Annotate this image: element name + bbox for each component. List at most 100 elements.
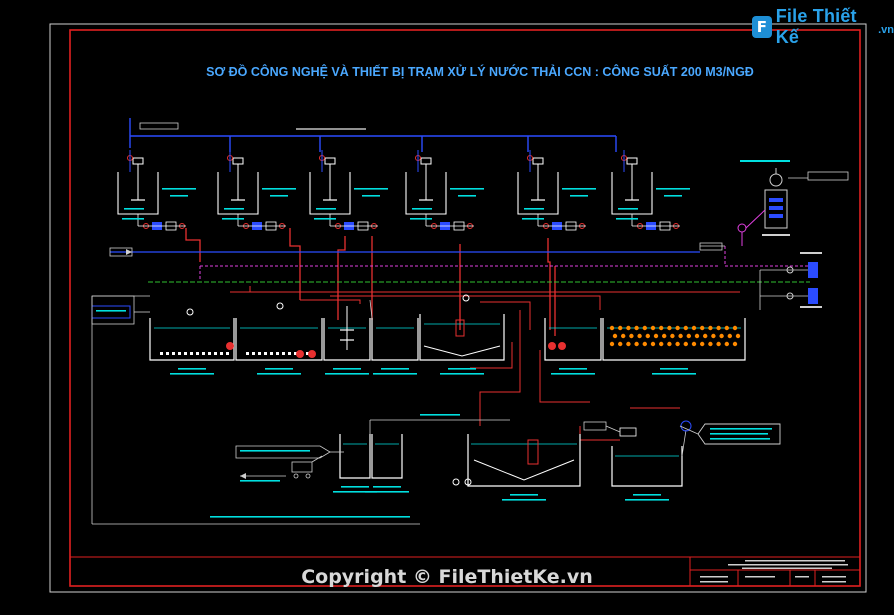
chemical-tank	[217, 150, 296, 231]
media-bubble	[711, 333, 716, 339]
center-well	[455, 319, 465, 337]
tank-label-line	[458, 195, 476, 197]
pump-icon	[464, 478, 472, 486]
media-bubble	[700, 341, 705, 347]
sludge-outlet	[235, 445, 344, 482]
media-bubble	[626, 325, 631, 331]
tank-label-line	[262, 188, 296, 190]
mixer-motor-icon	[420, 157, 432, 165]
pump-icon	[226, 342, 234, 350]
tank-label-line	[656, 188, 690, 190]
bottom-tank	[611, 446, 683, 501]
outer-frame	[49, 23, 867, 593]
media-bubble	[732, 341, 738, 347]
diffuser-icon	[270, 352, 273, 355]
process-tank	[371, 318, 419, 375]
tank-label-line	[162, 188, 196, 190]
chemical-dosing-tanks	[117, 150, 690, 231]
watermark-suffix: .vn	[878, 24, 894, 36]
mixer-motor-icon	[626, 157, 638, 165]
media-bubble	[670, 333, 675, 339]
process-tank	[544, 318, 602, 375]
diffuser-icon	[282, 352, 285, 355]
tank-label-line	[365, 491, 409, 493]
file-icon: F	[752, 16, 772, 38]
tank-label-line	[625, 499, 669, 501]
media-bubble	[642, 325, 647, 331]
media-bubble	[626, 341, 631, 347]
tank-label-line	[652, 373, 696, 375]
tank-label-line	[270, 195, 288, 197]
media-bubble	[667, 341, 672, 347]
overflow-pipe	[369, 299, 373, 319]
tank-label-line	[341, 486, 369, 488]
inlet-label-text	[96, 310, 126, 312]
pump-icon	[558, 342, 566, 350]
inner-frame	[69, 29, 861, 587]
tank-id-line	[124, 208, 144, 210]
level-sensor-icon	[186, 308, 194, 316]
chemical-tank	[405, 150, 484, 231]
tank-label-line	[333, 368, 361, 370]
diffuser-icon	[208, 352, 211, 355]
media-bubble	[642, 341, 647, 347]
pipe-label-line	[420, 414, 460, 416]
title-block-text	[700, 560, 848, 583]
media-bubble	[662, 333, 667, 339]
media-bubble	[727, 333, 732, 339]
mixer-motor-icon	[232, 157, 244, 165]
mixer-motor-icon	[532, 157, 544, 165]
diffuser-icon	[220, 352, 223, 355]
diffuser-icon	[172, 352, 175, 355]
media-bubble	[686, 333, 691, 339]
tank-wall	[149, 318, 235, 361]
level-sensor-icon	[276, 302, 284, 310]
diffuser-icon	[190, 352, 193, 355]
tank-label-line	[170, 195, 188, 197]
tank-wall	[419, 314, 505, 361]
pump-label-line	[122, 218, 144, 220]
media-bubble	[634, 325, 639, 331]
pump-label-line	[314, 218, 336, 220]
media-bubble	[678, 333, 683, 339]
media-bubble	[609, 325, 615, 331]
media-bubble	[716, 341, 721, 347]
tank-label-line	[373, 486, 401, 488]
watermark-logo: F File Thiết Kế .vn	[752, 6, 894, 47]
tank-label-line	[562, 188, 596, 190]
tank-label-line	[551, 373, 595, 375]
diffuser-icon	[202, 352, 205, 355]
diffuser-icon	[160, 352, 163, 355]
center-well	[527, 439, 539, 465]
media-bubble	[703, 333, 708, 339]
tank-label-line	[559, 368, 587, 370]
diffuser-icon	[184, 352, 187, 355]
diagram-title: SƠ ĐỒ CÔNG NGHỆ VÀ THIẾT BỊ TRẠM XỬ LÝ N…	[206, 64, 754, 79]
dosing-pump-p	[699, 209, 766, 251]
media-bubble	[719, 333, 724, 339]
media-bubble	[650, 341, 656, 347]
media-bubble	[659, 325, 664, 331]
diffuser-icon	[258, 352, 261, 355]
tank-label-line	[510, 494, 538, 496]
media-bubble	[675, 325, 680, 331]
media-bubble	[667, 325, 672, 331]
return-lines-red	[230, 286, 740, 441]
discharge-outlet	[679, 420, 781, 445]
process-tank	[235, 318, 323, 375]
media-bubble	[650, 325, 656, 331]
bottom-tank	[333, 434, 377, 493]
air-blower-cabinet	[740, 160, 849, 236]
media-bubble	[716, 325, 721, 331]
pump-icon	[308, 350, 316, 358]
tank-wall	[371, 434, 403, 479]
air-header	[129, 118, 617, 152]
tank-label-line	[502, 499, 546, 501]
settler-cone	[473, 459, 575, 481]
tank-id-line	[224, 208, 244, 210]
tank-id-line	[316, 208, 336, 210]
process-tank	[602, 318, 746, 375]
bottom-tank	[467, 434, 581, 501]
